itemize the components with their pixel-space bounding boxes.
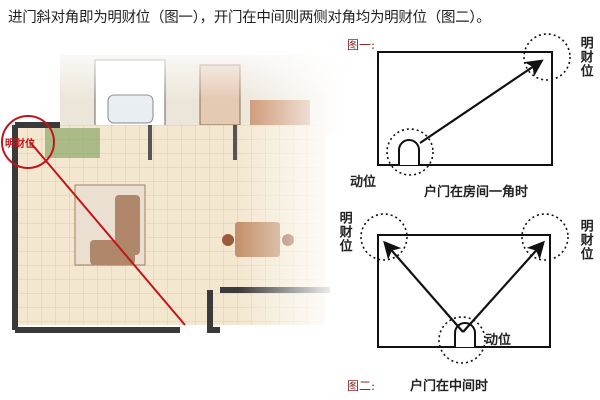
door-position-circle (438, 316, 486, 364)
marker-label: 明财位 (5, 137, 35, 150)
figure-1-label: 图一: (347, 38, 376, 52)
figure-2-wealth-label-left: 明财位 (336, 211, 352, 253)
floor-plan: 明财位 (0, 40, 340, 340)
arrow-right (462, 240, 545, 333)
wealth-position-marker (1, 115, 55, 169)
arrow-left (383, 240, 464, 333)
diagonal-line (29, 141, 186, 326)
wealth-position-circle (523, 33, 571, 81)
wealth-position-circle-left (360, 213, 408, 261)
figure-1 (377, 33, 571, 176)
room-outline (377, 51, 553, 166)
arrow (419, 59, 544, 144)
figure-1-wealth-label: 明财位 (577, 36, 593, 78)
headline: 进门斜对角即为明财位（图一），开门在中间则两侧对角均为明财位（图二）。 (8, 10, 491, 26)
figure-2-label: 图二: (347, 379, 376, 393)
figure-1-caption: 户门在房间一角时 (424, 185, 529, 200)
door-position-circle (386, 128, 434, 176)
figure-2-caption: 户门在中间时 (410, 379, 489, 394)
figure-2-door-label: 动位 (485, 333, 512, 348)
wealth-position-circle-right (521, 213, 569, 261)
figure-2 (360, 213, 569, 364)
figure-1-door-label: 动位 (350, 175, 377, 190)
door-icon (398, 139, 420, 165)
figure-2-wealth-label-right: 明财位 (577, 219, 593, 261)
